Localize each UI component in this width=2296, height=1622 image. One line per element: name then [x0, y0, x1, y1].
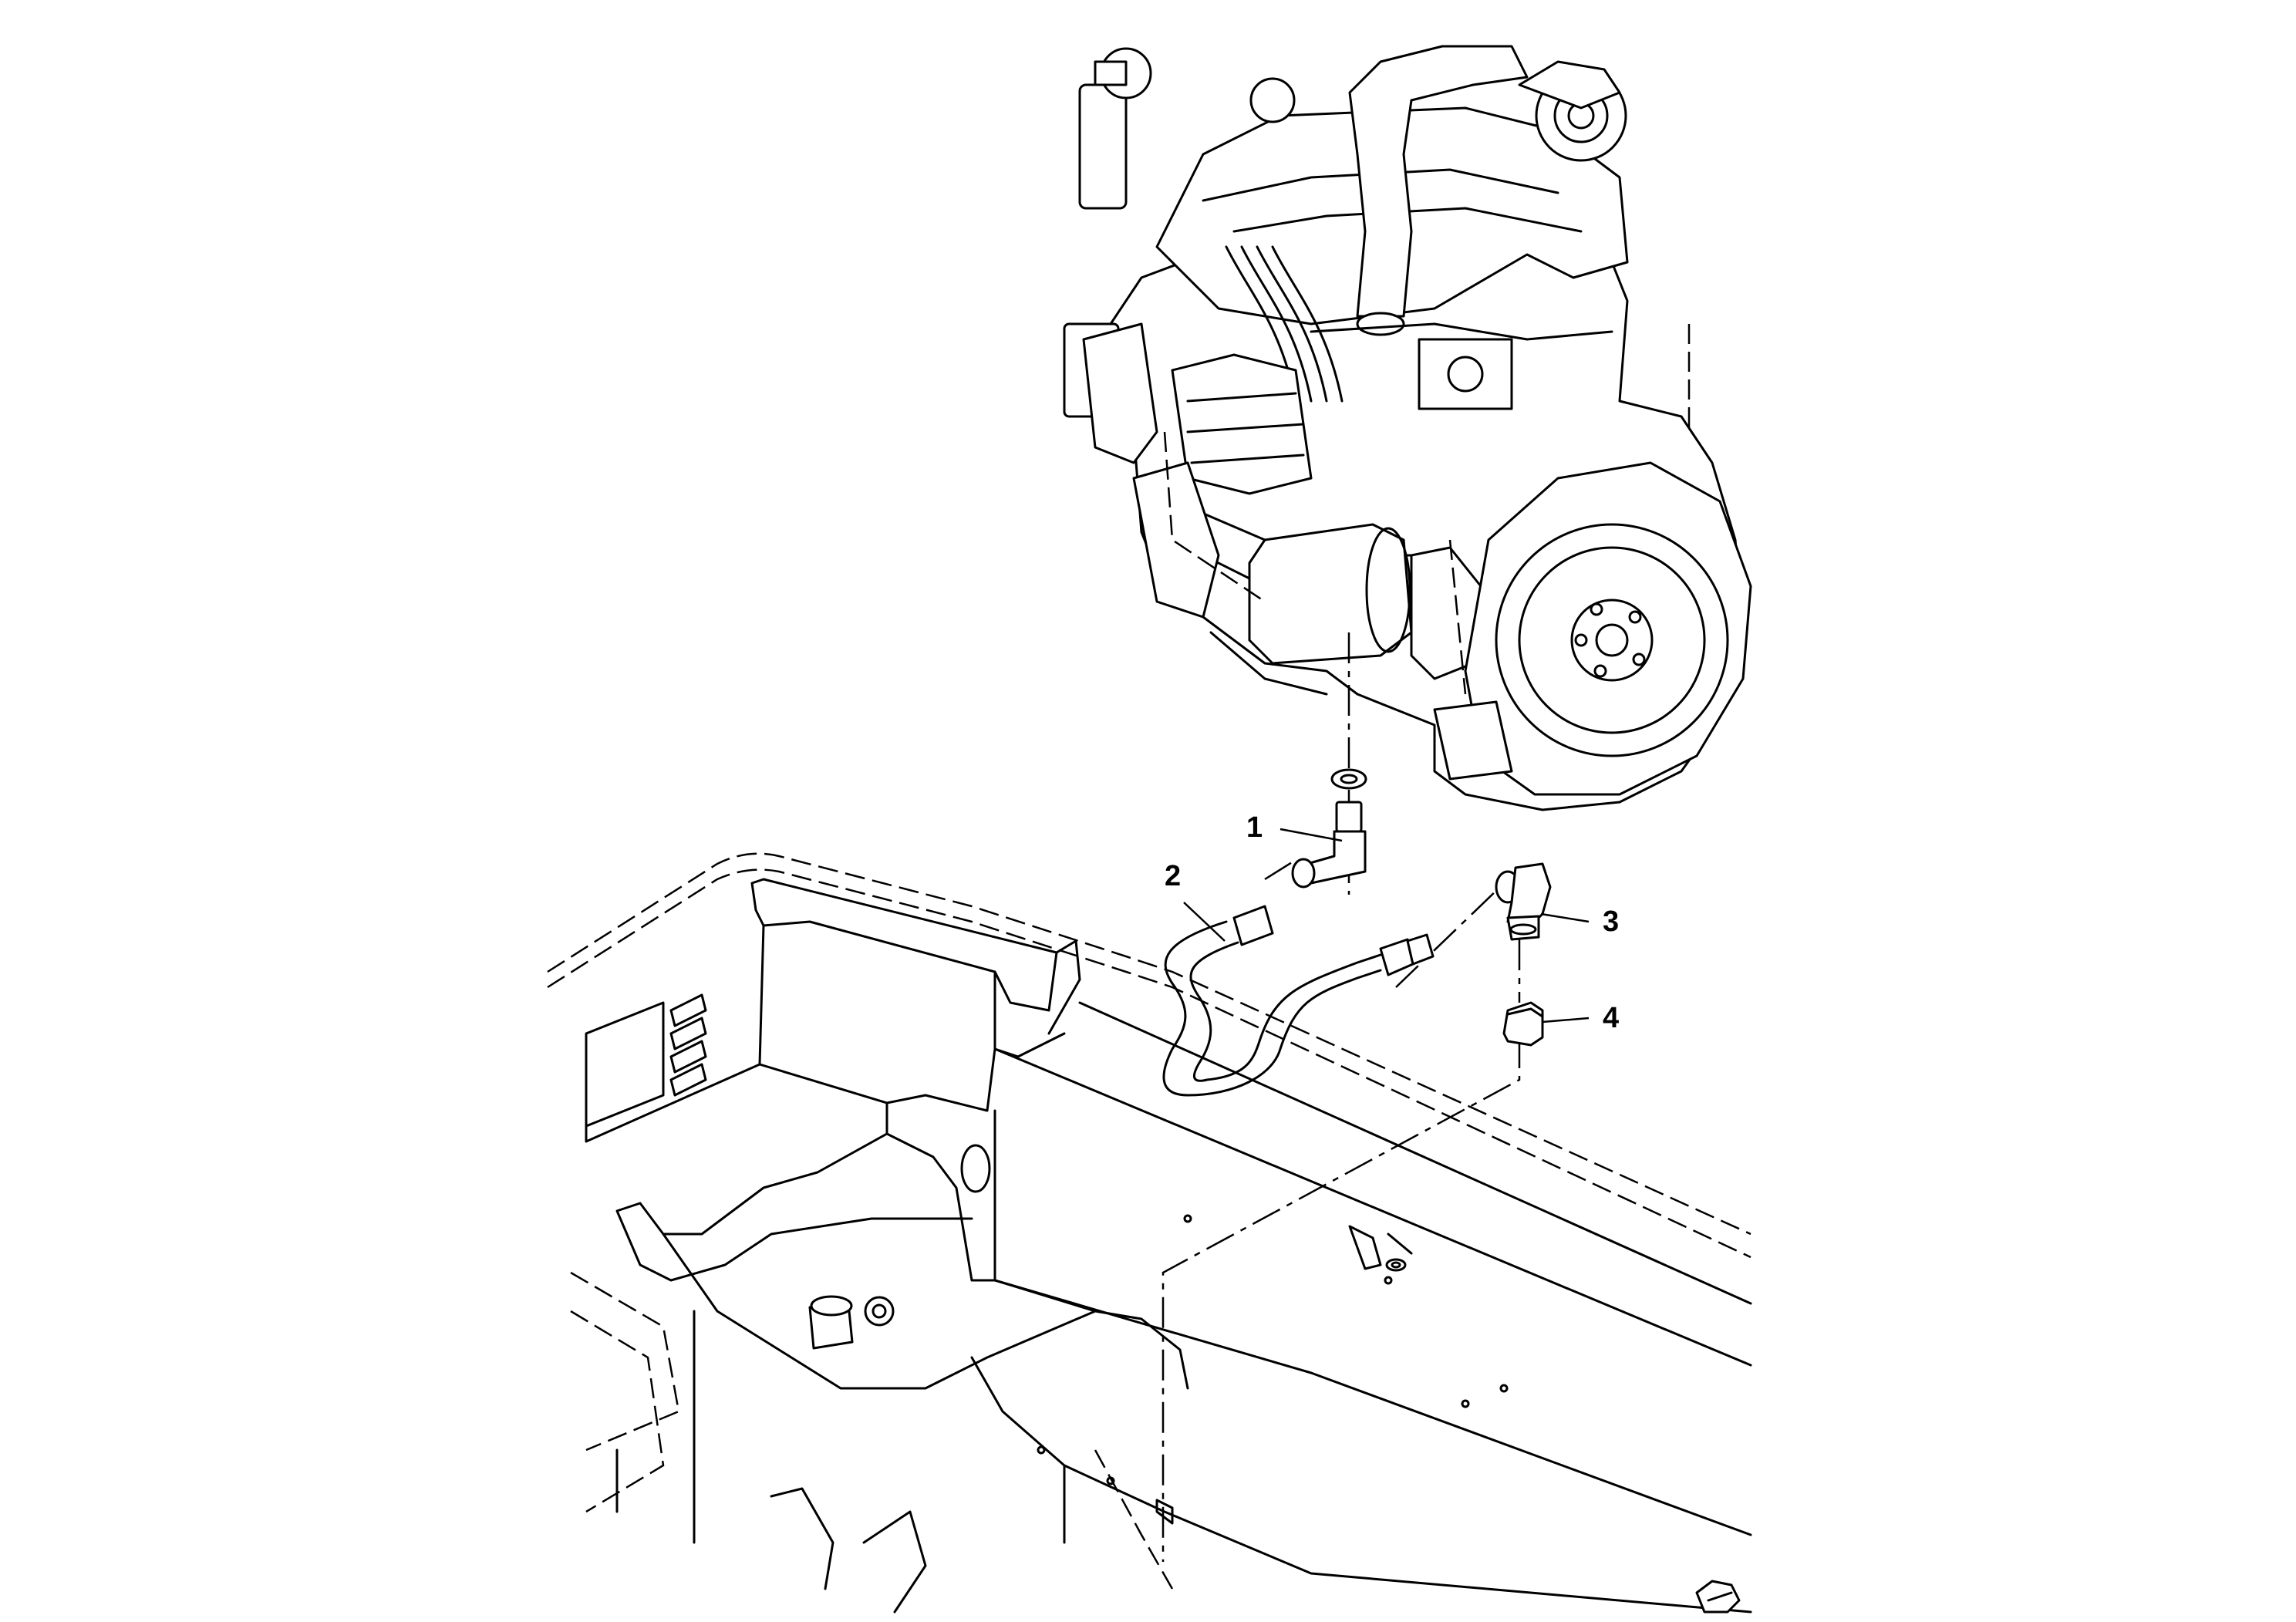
- callout-label-2: 2: [1165, 860, 1181, 892]
- callout-label-1: 1: [1246, 811, 1263, 844]
- callout-label-3: 3: [1603, 905, 1619, 938]
- callout-4: 4: [1542, 1002, 1619, 1034]
- callout-1: 1: [1246, 811, 1343, 844]
- callout-label-4: 4: [1603, 1002, 1619, 1034]
- callout-3: 3: [1540, 905, 1619, 938]
- elbow-valve: [1495, 862, 1552, 941]
- drain-hose: [1162, 905, 1435, 1097]
- callout-2: 2: [1165, 860, 1226, 942]
- chassis-frame: [547, 852, 1752, 1614]
- sealing-washer: [1330, 768, 1367, 790]
- elbow-fitting: [1291, 801, 1367, 889]
- engine-assembly: [1063, 45, 1752, 811]
- cap-nut: [1502, 1001, 1544, 1047]
